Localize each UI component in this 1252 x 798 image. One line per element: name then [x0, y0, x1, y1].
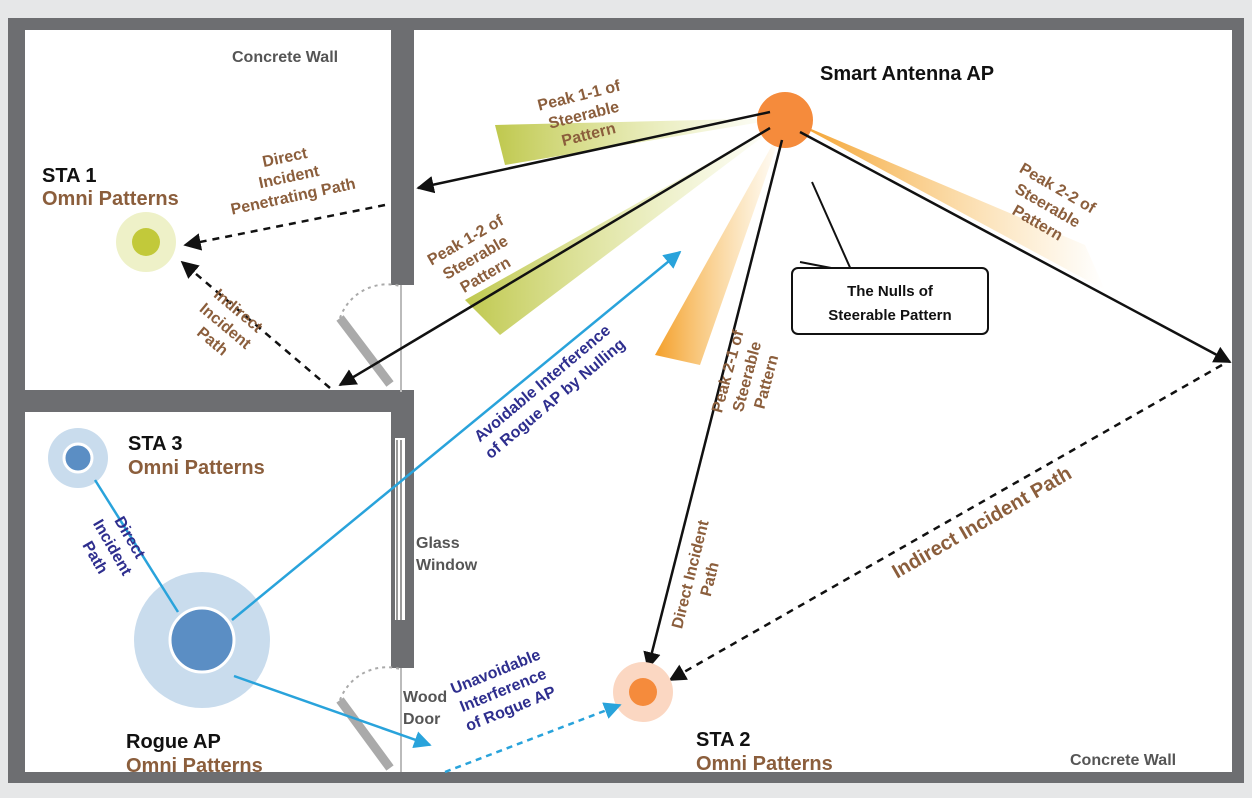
- doorway-opening-bottom: [391, 668, 414, 772]
- arrow-peak-2-2: [799, 130, 1232, 364]
- wall-stub: [391, 620, 414, 668]
- rogue-ap-subtitle: Omni Patterns: [126, 755, 263, 777]
- sta1-title: STA 1: [42, 165, 96, 187]
- callout-line-2: Steerable Pattern: [828, 307, 951, 324]
- arrow-peak-1-2: [338, 126, 771, 387]
- arrow-peak-1-1: [416, 110, 771, 194]
- beam-peak-2-2: [790, 120, 1105, 290]
- wood-door: [336, 666, 402, 772]
- sta2-indirect-path: [668, 363, 1223, 682]
- unavoidable-interference-dashed: [444, 702, 622, 774]
- rogue-ap-node: [168, 606, 236, 674]
- beam-peak-2-1: [655, 122, 785, 365]
- wall-stub: [391, 392, 414, 438]
- sta2-subtitle: Omni Patterns: [696, 753, 833, 775]
- room-sta1: [25, 30, 391, 390]
- beam-peak-1-1: [495, 118, 785, 165]
- sta1-node: [132, 228, 160, 256]
- beam-peak-1-2: [465, 120, 785, 335]
- sta1-indirect-path: [180, 260, 331, 389]
- glass-window-label-1: Glass: [416, 535, 460, 552]
- sta3-subtitle: Omni Patterns: [128, 457, 265, 479]
- wood-door-label-2: Door: [403, 711, 440, 728]
- arrow-peak-2-1: [643, 139, 784, 670]
- door-top: [336, 283, 402, 392]
- sta2-node: [629, 678, 657, 706]
- nulls-callout: The Nulls of Steerable Pattern: [791, 181, 989, 335]
- glass-window-label-2: Window: [416, 557, 478, 574]
- sta3-title: STA 3: [128, 433, 182, 455]
- sta1-subtitle: Omni Patterns: [42, 188, 179, 210]
- concrete-wall-top-label: Concrete Wall: [232, 49, 338, 66]
- callout-line-1: The Nulls of: [847, 283, 934, 300]
- smart-antenna-ap-node: [757, 92, 813, 148]
- unavoidable-interference-line: [233, 674, 432, 749]
- sta2-title: STA 2: [696, 729, 750, 751]
- avoidable-interference-line: [231, 250, 682, 621]
- sta1-direct-path: [183, 203, 386, 251]
- wood-door-label-1: Wood: [403, 689, 447, 706]
- sta3-node: [62, 442, 94, 474]
- smart-antenna-ap-title: Smart Antenna AP: [820, 63, 994, 85]
- rogue-ap-title: Rogue AP: [126, 731, 221, 753]
- glass-window: [396, 440, 402, 620]
- concrete-wall-bottom-label: Concrete Wall: [1070, 752, 1176, 769]
- doorway-opening-top: [391, 285, 414, 390]
- sta3-direct-line: [93, 479, 180, 613]
